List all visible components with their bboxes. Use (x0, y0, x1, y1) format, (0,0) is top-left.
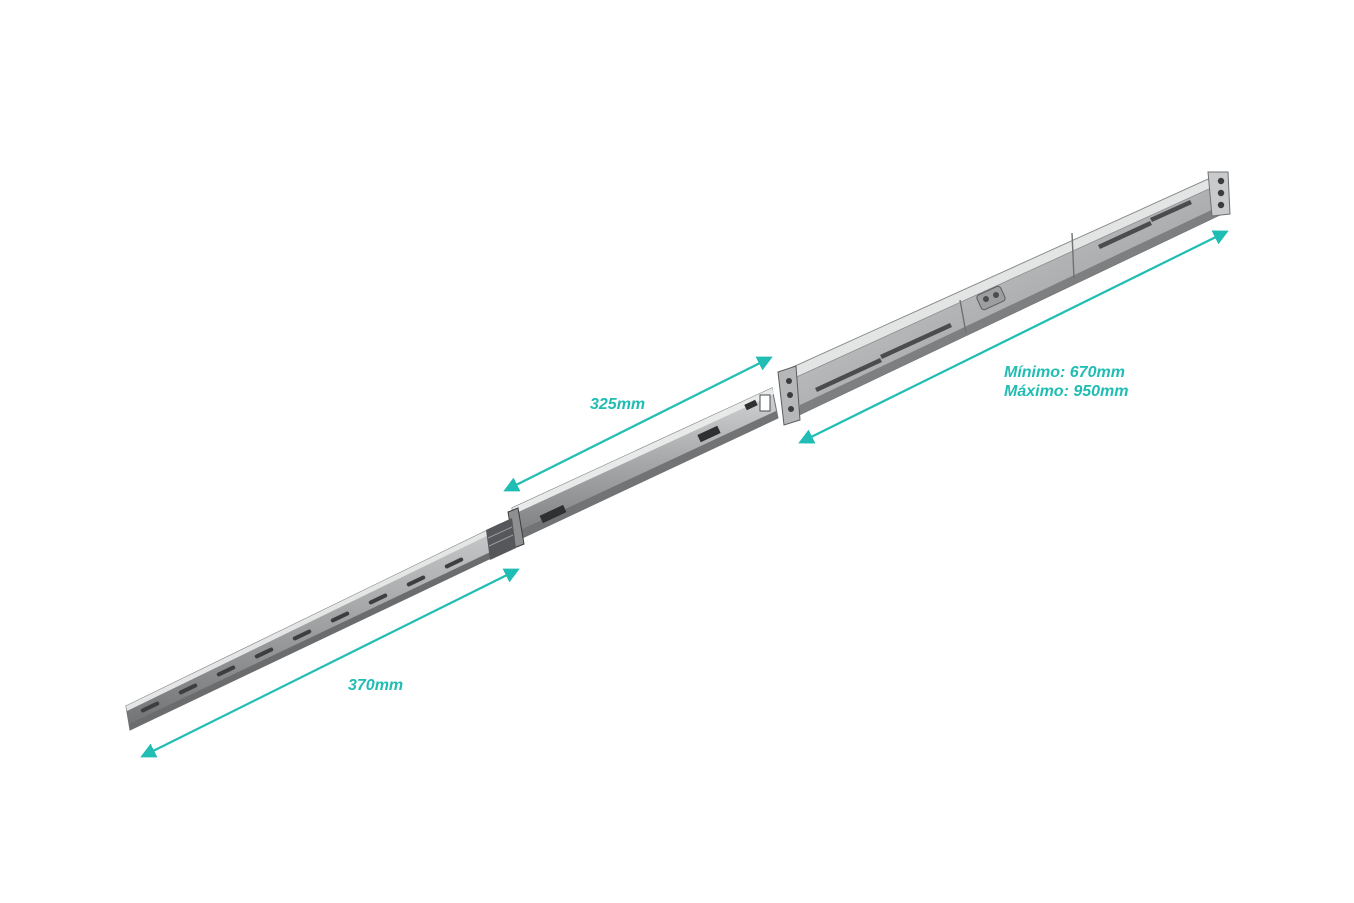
outer-rail-flange (781, 175, 1223, 381)
dimension-arrows (140, 230, 1229, 758)
bearing-cage (486, 518, 516, 560)
arrow-370mm (140, 568, 520, 758)
dimension-max: Máximo: 950mm (1004, 383, 1129, 400)
dimension-label-middle-rail: 325mm (590, 396, 646, 413)
inner-rail (125, 518, 516, 731)
middle-rail-bottom-edge (516, 411, 778, 540)
dimension-min: Mínimo: 670mm (1004, 364, 1125, 381)
inner-rail-top-edge (126, 524, 501, 711)
inner-rail-bottom-edge (129, 546, 504, 730)
arrow-325mm (503, 356, 773, 492)
dimension-label-inner-rail: 370mm (348, 677, 404, 694)
dimension-label-outer-rail: Mínimo: 670mm Máximo: 950mm (1004, 363, 1129, 401)
rear-mounting-bracket (1207, 171, 1231, 217)
front-mounting-bracket (777, 365, 801, 426)
inner-rail-slots (140, 557, 464, 713)
arrow-min-max (798, 230, 1229, 444)
